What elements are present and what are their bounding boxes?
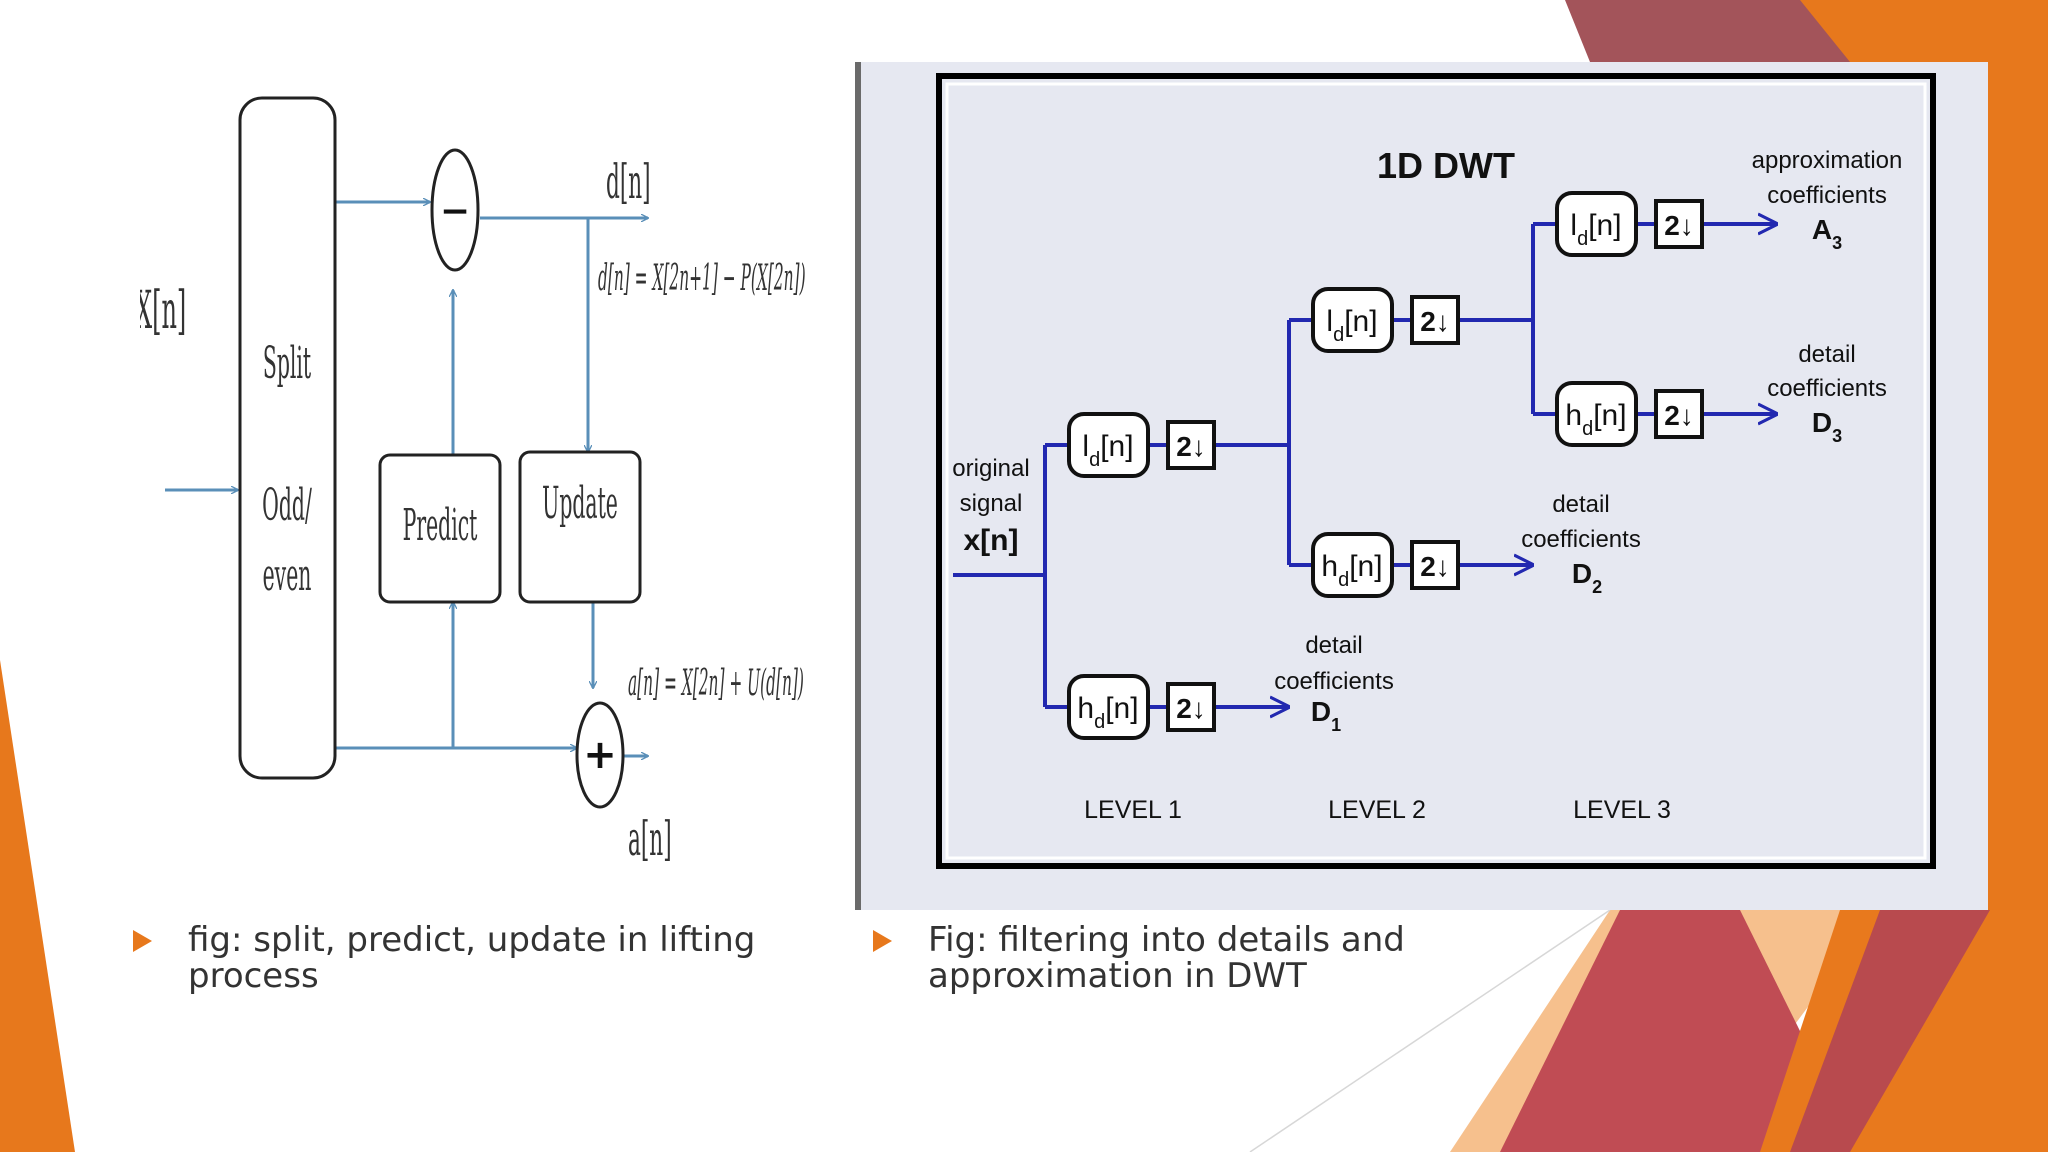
level2-lowpass-label: ld[n]: [1326, 305, 1377, 346]
dwt-caption: Fig: filtering into details and approxim…: [873, 922, 1405, 994]
update-block: [518, 450, 642, 604]
predict-label: Predict: [403, 500, 478, 551]
level-1-label: LEVEL 1: [1084, 796, 1182, 824]
oddeven-label-top: Odd/: [262, 480, 312, 531]
minus-node: [430, 148, 480, 272]
level1-lowpass-label: ld[n]: [1082, 430, 1133, 471]
orange-side-shape: [0, 660, 75, 1152]
orange-right-edge: [1988, 62, 2048, 910]
oddeven-label-bottom: even: [263, 550, 312, 601]
level-2-label: LEVEL 2: [1328, 796, 1426, 824]
level1-highpass-filter: [1067, 674, 1150, 740]
split-block: [238, 96, 337, 780]
input-label: X[n]: [140, 279, 186, 341]
level1-highpass-label: hd[n]: [1077, 692, 1138, 733]
minus-symbol: −: [440, 191, 470, 232]
level-3-label: LEVEL 3: [1573, 796, 1671, 824]
d3-symbol: D3: [1812, 407, 1842, 446]
input-label-signal: signal: [960, 490, 1023, 517]
d1-symbol: D1: [1311, 696, 1341, 735]
dwt-caption-line2: approximation in DWT: [928, 956, 1307, 996]
level3-low-downsample-label: 2↓: [1664, 210, 1694, 241]
a3-label-coefficients: coefficients: [1767, 182, 1887, 209]
level1-high-downsample-label: 2↓: [1176, 693, 1206, 724]
level2-low-downsampler: [1410, 295, 1460, 345]
dwt-diagram: 1D DWT ld[n] hd[n] ld[n] hd[n] ld[n] hd[…: [936, 73, 1936, 869]
level3-lowpass-filter: [1555, 191, 1638, 257]
predict-block: [378, 453, 502, 604]
d2-label-coefficients: coefficients: [1521, 526, 1641, 553]
d-equation: d[n] = X[2n+1] − P(X[2n]): [598, 256, 806, 299]
a-output-label: a[n]: [628, 811, 672, 866]
dwt-title: 1D DWT: [1377, 145, 1515, 186]
caption-bullet-arrow-icon: [873, 930, 892, 952]
a3-label-approximation: approximation: [1752, 147, 1903, 174]
a3-symbol: A3: [1812, 214, 1842, 253]
level3-low-downsampler: [1654, 199, 1704, 249]
level3-high-downsampler: [1654, 389, 1704, 439]
lifting-scheme-diagram: X[n] Split Odd/ even Predict Update d[n]…: [140, 96, 806, 867]
lifting-caption: fig: split, predict, update in lifting p…: [133, 922, 755, 994]
level3-high-downsample-label: 2↓: [1664, 400, 1694, 431]
dwt-caption-line1: Fig: filtering into details and: [928, 920, 1405, 960]
red-bottom-right-shape: [1790, 910, 1990, 1152]
lifting-caption-line1: fig: split, predict, update in lifting: [188, 920, 756, 960]
level1-low-downsampler: [1166, 420, 1216, 470]
level1-low-downsample-label: 2↓: [1176, 431, 1206, 462]
dwt-panel: 1D DWT ld[n] hd[n] ld[n] hd[n] ld[n] hd[…: [855, 62, 1988, 910]
level1-lowpass-filter: [1067, 412, 1150, 478]
level2-low-downsample-label: 2↓: [1420, 306, 1450, 337]
split-label: Split: [263, 338, 311, 389]
d-output-label: d[n]: [606, 154, 651, 209]
lifting-caption-line2: process: [188, 956, 319, 996]
input-label-xn: x[n]: [964, 524, 1019, 557]
d2-symbol: D2: [1572, 558, 1602, 597]
level3-highpass-filter: [1555, 381, 1638, 447]
dwt-inner-frame: [945, 82, 1927, 860]
d3-label-coefficients: coefficients: [1767, 375, 1887, 402]
caption-bullet-arrow-icon: [133, 930, 152, 952]
a-equation: a[n] = X[2n] + U(d[n]): [628, 661, 804, 704]
update-label: Update: [542, 478, 618, 529]
thin-diagonal-line: [1249, 909, 1611, 1152]
level2-lowpass-filter: [1311, 287, 1394, 353]
level1-high-downsampler: [1166, 682, 1216, 732]
orange-corner-shape-top: [1800, 0, 2048, 62]
d3-label-detail: detail: [1798, 341, 1855, 368]
level3-lowpass-label: ld[n]: [1570, 209, 1621, 250]
level2-highpass-filter: [1311, 532, 1394, 598]
level2-high-downsampler: [1410, 540, 1460, 590]
plus-symbol: +: [583, 732, 617, 778]
level2-highpass-label: hd[n]: [1321, 550, 1382, 591]
level2-high-downsample-label: 2↓: [1420, 551, 1450, 582]
input-label-original: original: [952, 455, 1029, 482]
d1-label-detail: detail: [1305, 632, 1362, 659]
level3-highpass-label: hd[n]: [1565, 399, 1626, 440]
red-bottom-shape: [1500, 910, 1860, 1152]
d1-label-coefficients: coefficients: [1274, 668, 1394, 695]
d2-label-detail: detail: [1552, 491, 1609, 518]
plus-node: [575, 701, 625, 809]
